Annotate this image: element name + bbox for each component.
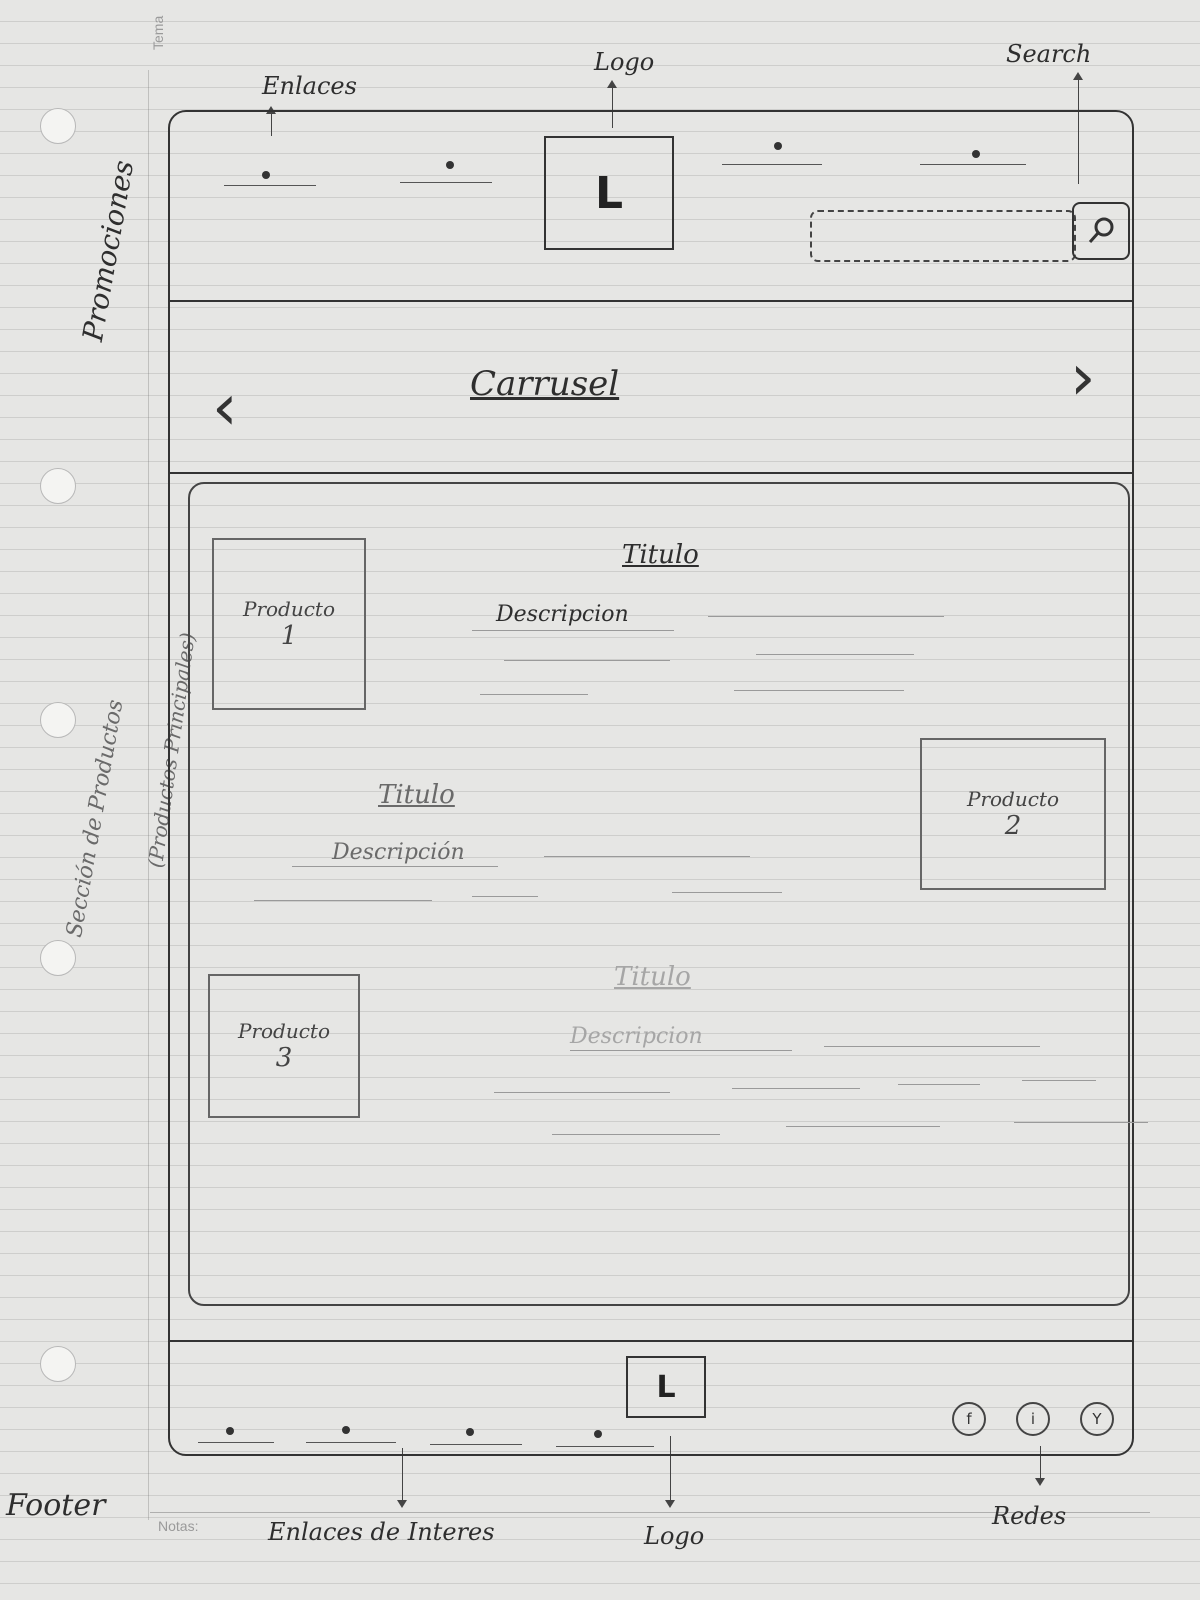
footer-link-dot: [466, 1428, 474, 1436]
text-line: [672, 892, 782, 893]
nav-link-dot: [774, 142, 782, 150]
carousel-label: Carrusel: [470, 364, 620, 404]
text-line: [786, 1126, 940, 1127]
text-line: [292, 866, 498, 867]
footer-link-dot: [594, 1430, 602, 1438]
product-description: Descripción: [332, 840, 465, 865]
nav-link-underline: [224, 185, 316, 186]
text-line: [544, 856, 750, 857]
website-frame: [168, 110, 1134, 1456]
punch-hole: [40, 1346, 76, 1382]
nav-link-dot: [972, 150, 980, 158]
youtube-glyph: Y: [1092, 1410, 1102, 1428]
facebook-icon[interactable]: f: [952, 1402, 986, 1436]
product-image: Producto 3: [208, 974, 360, 1118]
carousel-divider: [168, 472, 1134, 474]
nav-link-dot: [262, 171, 270, 179]
products-section: [188, 482, 1130, 1306]
text-line: [898, 1084, 980, 1085]
margin-line: [148, 70, 149, 1520]
product-image-number: 1: [280, 621, 298, 651]
text-line: [254, 900, 432, 901]
product-image: Producto 2: [920, 738, 1106, 890]
footer-link-underline: [430, 1444, 522, 1445]
text-line: [472, 630, 674, 631]
footer-logo-letter: L: [656, 1369, 676, 1405]
product-title: Titulo: [378, 780, 455, 810]
product-image: Producto 1: [212, 538, 366, 710]
search-button[interactable]: [1072, 202, 1130, 260]
annotation-promociones: Promociones: [76, 157, 141, 344]
arrow-icon: [665, 1436, 675, 1508]
text-line: [494, 1092, 670, 1093]
footer-link-dot: [342, 1426, 350, 1434]
footer-link-underline: [198, 1442, 274, 1443]
facebook-glyph: f: [966, 1410, 972, 1428]
arrow-icon: [397, 1448, 407, 1508]
nav-link-underline: [722, 164, 822, 165]
annotation-logo: Logo: [594, 48, 655, 76]
text-line: [734, 690, 904, 691]
text-line: [480, 694, 588, 695]
text-line: [570, 1050, 792, 1051]
search-input[interactable]: [810, 210, 1076, 262]
annotation-seccion-productos: Sección de Productos: [62, 697, 129, 940]
nav-link-underline: [400, 182, 492, 183]
annotation-logo-footer: Logo: [644, 1522, 705, 1550]
product-title: Titulo: [622, 540, 699, 570]
footer-link-underline: [306, 1442, 396, 1443]
youtube-icon[interactable]: Y: [1080, 1402, 1114, 1436]
arrow-icon: [607, 80, 617, 128]
punch-hole: [40, 940, 76, 976]
text-line: [1014, 1122, 1148, 1123]
tema-label: Tema: [150, 15, 166, 50]
info-icon[interactable]: i: [1016, 1402, 1050, 1436]
logo-letter: L: [594, 167, 624, 219]
text-line: [824, 1046, 1040, 1047]
arrow-icon: [1035, 1446, 1045, 1486]
footer-logo[interactable]: L: [626, 1356, 706, 1418]
annotation-search: Search: [1006, 40, 1092, 68]
product-image-label: Producto: [242, 597, 336, 621]
footer-divider: [168, 1340, 1134, 1342]
info-glyph: i: [1030, 1410, 1036, 1428]
text-line: [708, 616, 944, 617]
product-image-label: Producto: [237, 1019, 331, 1043]
text-line: [504, 660, 670, 661]
search-icon: [1088, 217, 1114, 243]
annotation-footer: Footer: [6, 1488, 106, 1523]
punch-hole: [40, 108, 76, 144]
product-description: Descripcion: [496, 602, 629, 627]
nav-link-underline: [920, 164, 1026, 165]
product-description: Descripcion: [570, 1024, 703, 1049]
text-line: [756, 654, 914, 655]
text-line: [1022, 1080, 1096, 1081]
punch-hole: [40, 468, 76, 504]
punch-hole: [40, 702, 76, 738]
footer-link-underline: [556, 1446, 654, 1447]
chevron-left-icon[interactable]: ‹: [212, 371, 238, 445]
chevron-right-icon[interactable]: ›: [1070, 341, 1096, 415]
notas-label: Notas:: [158, 1518, 199, 1534]
annotation-enlaces: Enlaces: [262, 72, 357, 100]
annotation-enlaces-interes: Enlaces de Interes: [268, 1518, 495, 1546]
text-line: [552, 1134, 720, 1135]
header-divider: [168, 300, 1134, 302]
text-line: [472, 896, 538, 897]
notes-area: [150, 1512, 1150, 1543]
product-image-number: 2: [1004, 811, 1022, 841]
footer-link-dot: [226, 1427, 234, 1435]
annotation-redes: Redes: [992, 1502, 1067, 1530]
nav-link-dot: [446, 161, 454, 169]
product-image-label: Producto: [966, 787, 1060, 811]
text-line: [732, 1088, 860, 1089]
arrow-icon: [1073, 72, 1083, 184]
product-image-number: 3: [275, 1043, 293, 1073]
header-logo[interactable]: L: [544, 136, 674, 250]
product-title: Titulo: [614, 962, 691, 992]
